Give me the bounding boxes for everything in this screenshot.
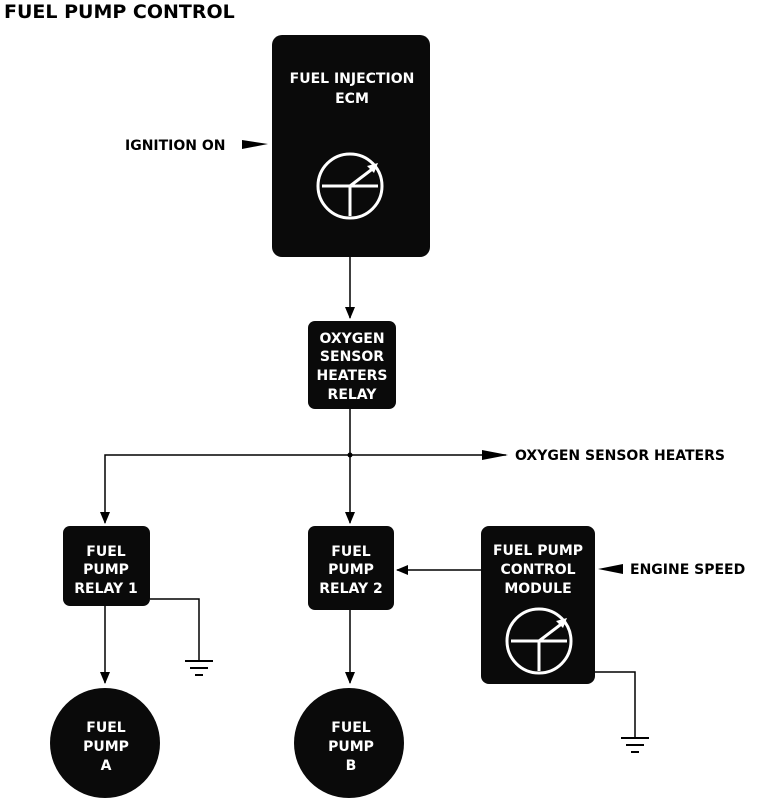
pump-b-line3: B bbox=[346, 758, 357, 774]
junction-to-relay1-line bbox=[100, 454, 350, 524]
fuel-pump-a: FUEL PUMP A bbox=[50, 688, 160, 798]
ignition-arrow bbox=[242, 140, 268, 149]
o2-relay-line3: HEATERS bbox=[316, 368, 387, 384]
fuel-pump-control-module-block: FUEL PUMP CONTROL MODULE bbox=[481, 526, 595, 684]
fuel-pump-relay-1-block: FUEL PUMP RELAY 1 bbox=[63, 526, 150, 606]
oxygen-sensor-heaters-relay-block: OXYGEN SENSOR HEATERS RELAY bbox=[308, 321, 396, 409]
o2-relay-line2: SENSOR bbox=[320, 349, 384, 365]
engine-speed-label: ENGINE SPEED bbox=[630, 562, 745, 578]
oxygen-sensor-heaters-label: OXYGEN SENSOR HEATERS bbox=[515, 448, 725, 464]
pump-a-line1: FUEL bbox=[86, 720, 125, 736]
ecm-gauge-icon bbox=[316, 152, 384, 220]
module-ground-wire bbox=[595, 671, 636, 737]
relay1-line3: RELAY 1 bbox=[74, 581, 138, 597]
ground-symbol-module bbox=[621, 737, 649, 753]
pump-b-line1: FUEL bbox=[331, 720, 370, 736]
fpcm-gauge-icon bbox=[505, 607, 573, 675]
relay1-line1: FUEL bbox=[86, 544, 125, 560]
fpcm-line1: FUEL PUMP bbox=[493, 543, 583, 559]
heaters-arrow bbox=[482, 450, 508, 460]
pump-b-line2: PUMP bbox=[328, 739, 374, 755]
o2-relay-line4: RELAY bbox=[328, 387, 378, 403]
ignition-on-label: IGNITION ON bbox=[125, 138, 226, 154]
fpcm-line2: CONTROL bbox=[500, 562, 575, 578]
ground-symbol-relay1 bbox=[185, 660, 213, 676]
fuel-pump-b: FUEL PUMP B bbox=[294, 688, 404, 798]
engine-speed-arrow bbox=[598, 564, 623, 574]
fpcm-line3: MODULE bbox=[504, 581, 571, 597]
relay2-line2: PUMP bbox=[328, 562, 374, 578]
pump-a-line2: PUMP bbox=[83, 739, 129, 755]
relay1-line2: PUMP bbox=[83, 562, 129, 578]
pump-a-line3: A bbox=[101, 758, 112, 774]
ecm-label-line1: FUEL INJECTION bbox=[290, 71, 415, 87]
diagram-title: FUEL PUMP CONTROL bbox=[4, 1, 235, 23]
relay2-line1: FUEL bbox=[331, 544, 370, 560]
fuel-pump-relay-2-block: FUEL PUMP RELAY 2 bbox=[308, 526, 394, 610]
relay2-line3: RELAY 2 bbox=[319, 581, 383, 597]
ecm-label-line2: ECM bbox=[335, 91, 369, 107]
ecm-block: FUEL INJECTION ECM bbox=[272, 35, 430, 257]
o2-relay-line1: OXYGEN bbox=[319, 331, 384, 347]
relay1-ground-wire bbox=[150, 598, 200, 660]
